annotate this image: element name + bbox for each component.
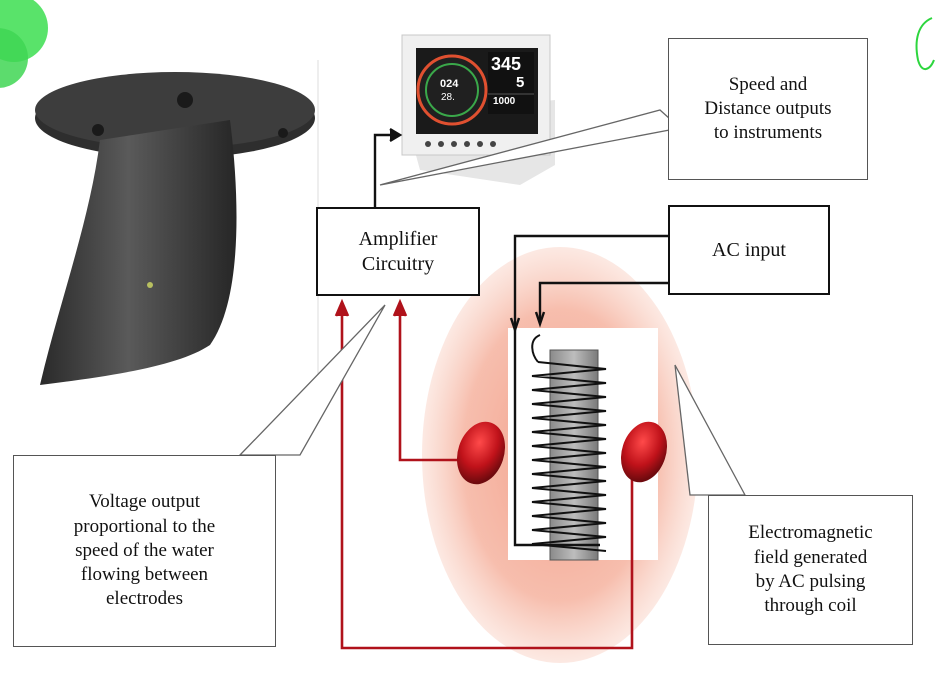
sensor-transducer-image xyxy=(35,72,315,385)
instrument-display xyxy=(401,34,555,185)
amplifier-label: Amplifier Circuitry xyxy=(358,227,438,275)
green-scribble xyxy=(915,17,935,70)
speed-distance-label: Speed and Distance outputs to instrument… xyxy=(704,73,832,144)
coil-winding xyxy=(531,334,607,552)
instrument-third-value: 1000 xyxy=(493,96,516,107)
instrument-big-value: 345 xyxy=(491,54,522,74)
electrode-left xyxy=(456,421,506,485)
instrument-second-value: 5 xyxy=(516,74,525,91)
electrode-right xyxy=(620,421,668,483)
ac-input-label: AC input xyxy=(712,238,786,261)
em-field-label: Electromagnetic field generated by AC pu… xyxy=(748,522,873,617)
instrument-dial-value: 024 xyxy=(440,78,459,90)
electrode-signal-lines xyxy=(334,298,634,650)
decorative-green-circles xyxy=(0,0,48,88)
voltage-output-callout: Voltage output proportional to the speed… xyxy=(13,455,276,647)
amplifier-box: Amplifier Circuitry xyxy=(316,207,480,296)
em-field-callout: Electromagnetic field generated by AC pu… xyxy=(708,495,913,645)
ac-input-box: AC input xyxy=(668,205,830,295)
callout-pointers xyxy=(238,109,747,496)
speed-distance-callout: Speed and Distance outputs to instrument… xyxy=(668,38,868,180)
instrument-dial-sub: 28. xyxy=(441,92,455,103)
voltage-output-label: Voltage output proportional to the speed… xyxy=(73,491,216,610)
amplifier-output-arrow xyxy=(373,127,403,207)
ac-wires xyxy=(509,234,668,547)
